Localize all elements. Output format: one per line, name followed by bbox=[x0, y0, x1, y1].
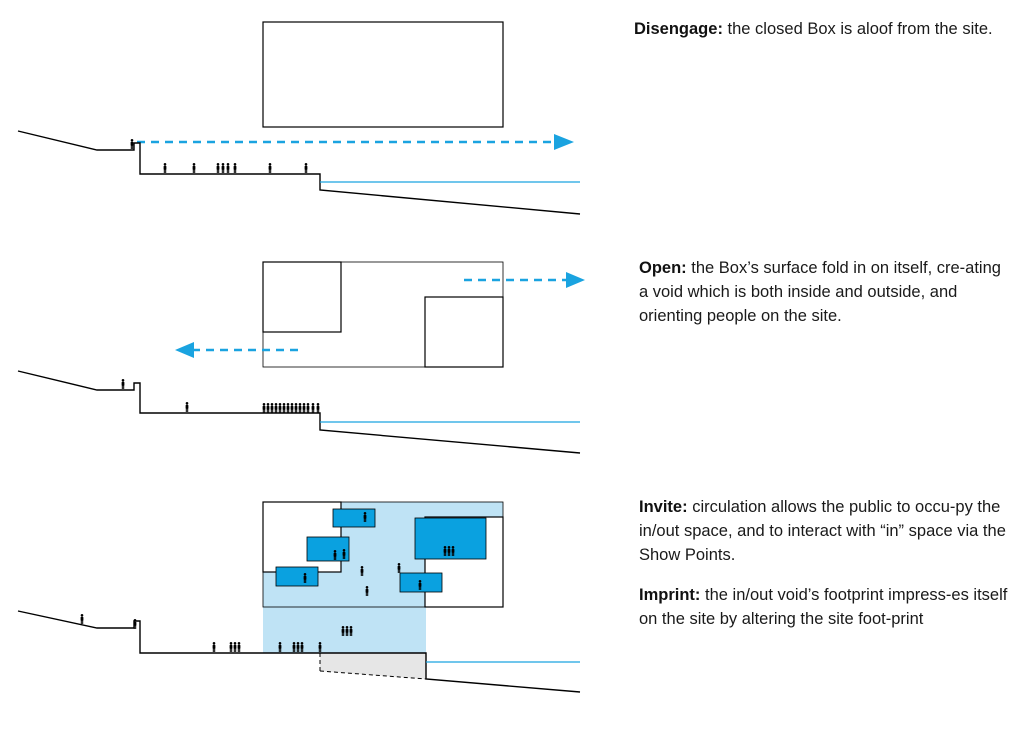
arrow-head-right bbox=[566, 272, 585, 288]
site-profile bbox=[17, 610, 581, 693]
panel-disengage bbox=[17, 21, 581, 215]
people-group bbox=[121, 379, 320, 413]
person bbox=[270, 403, 274, 413]
person bbox=[311, 403, 315, 413]
person bbox=[278, 403, 282, 413]
person bbox=[233, 163, 237, 173]
show-point bbox=[275, 566, 319, 587]
panel-invite-imprint bbox=[17, 501, 581, 693]
caption-paragraph: Disengage: the closed Box is aloof from … bbox=[634, 17, 1009, 41]
site-profile bbox=[17, 130, 581, 215]
person bbox=[316, 403, 320, 413]
footprint-edge bbox=[319, 670, 427, 680]
caption-open: Open: the Box’s surface fold in on itsel… bbox=[639, 256, 1004, 344]
person bbox=[266, 403, 270, 413]
caption-paragraph: Invite: circulation allows the public to… bbox=[639, 495, 1009, 567]
person bbox=[294, 403, 298, 413]
in-out-void bbox=[263, 502, 503, 606]
caption-text: the closed Box is aloof from the site. bbox=[727, 20, 993, 38]
person bbox=[306, 403, 310, 413]
folded-surface-lower bbox=[424, 296, 504, 368]
arrow-head-left bbox=[175, 342, 194, 358]
panel-open bbox=[17, 261, 585, 454]
person bbox=[302, 403, 306, 413]
caption-title: Imprint: bbox=[639, 586, 701, 604]
site-profile bbox=[17, 370, 581, 454]
altered-site-footprint bbox=[320, 653, 426, 679]
folded-surface-upper bbox=[262, 261, 342, 333]
show-point bbox=[332, 508, 376, 528]
person bbox=[216, 163, 220, 173]
person bbox=[262, 403, 266, 413]
person bbox=[298, 403, 302, 413]
caption-title: Invite: bbox=[639, 498, 688, 516]
person bbox=[133, 619, 137, 629]
arrow-head-right bbox=[554, 134, 574, 150]
person bbox=[229, 642, 233, 652]
void-footprint-column bbox=[263, 606, 426, 653]
show-points bbox=[275, 508, 487, 593]
show-point bbox=[399, 572, 443, 593]
person bbox=[286, 403, 290, 413]
person bbox=[163, 163, 167, 173]
caption-title: Disengage: bbox=[634, 20, 723, 38]
person bbox=[185, 402, 189, 412]
caption-text: the in/out void’s footprint impress-es i… bbox=[639, 586, 1008, 628]
caption-disengage: Disengage: the closed Box is aloof from … bbox=[634, 17, 1009, 57]
show-point bbox=[306, 536, 350, 562]
caption-paragraph: Open: the Box’s surface fold in on itsel… bbox=[639, 256, 1004, 328]
person bbox=[80, 614, 84, 624]
person bbox=[282, 403, 286, 413]
person bbox=[290, 403, 294, 413]
person bbox=[268, 163, 272, 173]
person bbox=[192, 163, 196, 173]
show-point bbox=[414, 517, 487, 560]
caption-paragraph: Imprint: the in/out void’s footprint imp… bbox=[639, 583, 1009, 631]
person bbox=[212, 642, 216, 652]
closed-box bbox=[262, 21, 504, 128]
caption-title: Open: bbox=[639, 259, 687, 277]
person bbox=[226, 163, 230, 173]
person bbox=[237, 642, 241, 652]
caption-text: circulation allows the public to occu-py… bbox=[639, 498, 1006, 564]
people-group bbox=[130, 139, 308, 173]
person bbox=[121, 379, 125, 389]
person bbox=[274, 403, 278, 413]
person bbox=[221, 163, 225, 173]
caption-text: the Box’s surface fold in on itself, cre… bbox=[639, 259, 1001, 325]
caption-invite-imprint: Invite: circulation allows the public to… bbox=[639, 495, 1009, 647]
person bbox=[304, 163, 308, 173]
person bbox=[233, 642, 237, 652]
person bbox=[130, 139, 134, 149]
